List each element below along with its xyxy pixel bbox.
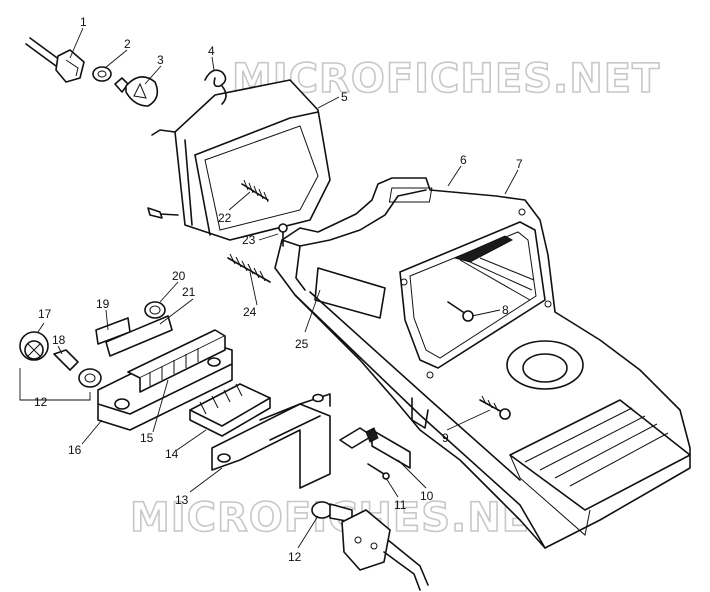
- callout-2: 2: [124, 37, 131, 51]
- callout-1: 1: [80, 15, 87, 29]
- callout-24: 24: [243, 305, 257, 319]
- callout-7: 7: [516, 157, 523, 171]
- bulb-3: [114, 76, 159, 107]
- callout-23: 23: [242, 233, 256, 247]
- switch-bracket-15: [127, 329, 226, 393]
- callout-11: 11: [394, 498, 407, 512]
- plate-21: [105, 315, 173, 357]
- callout-9: 9: [442, 431, 449, 445]
- callout-8: 8: [502, 303, 509, 317]
- hood-console: [274, 177, 691, 549]
- callout-4: 4: [208, 44, 215, 58]
- callout-25: 25: [295, 337, 309, 351]
- callout-14: 14: [165, 447, 179, 461]
- callout-17: 17: [38, 307, 52, 321]
- callout-20: 20: [172, 269, 186, 283]
- callout-18: 18: [52, 333, 66, 347]
- callout-6: 6: [460, 153, 467, 167]
- callout-3: 3: [157, 53, 164, 67]
- callout-12-left: 12: [34, 395, 48, 409]
- callout-19: 19: [96, 297, 110, 311]
- callout-labels: 1 2 3 4 5 6 7 8 9 10 11 12 12 13 14 15 1…: [34, 15, 523, 564]
- switch-10: [339, 427, 411, 469]
- clip-4: [204, 69, 227, 105]
- spring-24: [227, 253, 271, 283]
- callout-22: 22: [218, 211, 232, 225]
- leader-lines: [19, 27, 519, 549]
- key-cap-17: [19, 331, 49, 361]
- callout-12-bottom: 12: [288, 550, 302, 564]
- nut-2: [92, 66, 112, 82]
- bracket-13: [211, 393, 331, 489]
- screw-11: [367, 463, 390, 480]
- headlight-housing: [147, 79, 331, 241]
- callout-10: 10: [420, 489, 434, 503]
- callout-16: 16: [68, 443, 82, 457]
- grommet-20: [144, 301, 166, 319]
- callout-13: 13: [175, 493, 189, 507]
- spring-22: [241, 179, 269, 203]
- screw-9: [479, 395, 511, 420]
- connector-1: [25, 37, 85, 83]
- screw-23: [278, 223, 288, 247]
- key-18: [53, 349, 102, 388]
- connector-12-bottom: [311, 501, 429, 591]
- callout-15: 15: [140, 431, 154, 445]
- callout-5: 5: [341, 90, 348, 104]
- switch-block-14: [189, 383, 271, 437]
- callout-21: 21: [182, 285, 196, 299]
